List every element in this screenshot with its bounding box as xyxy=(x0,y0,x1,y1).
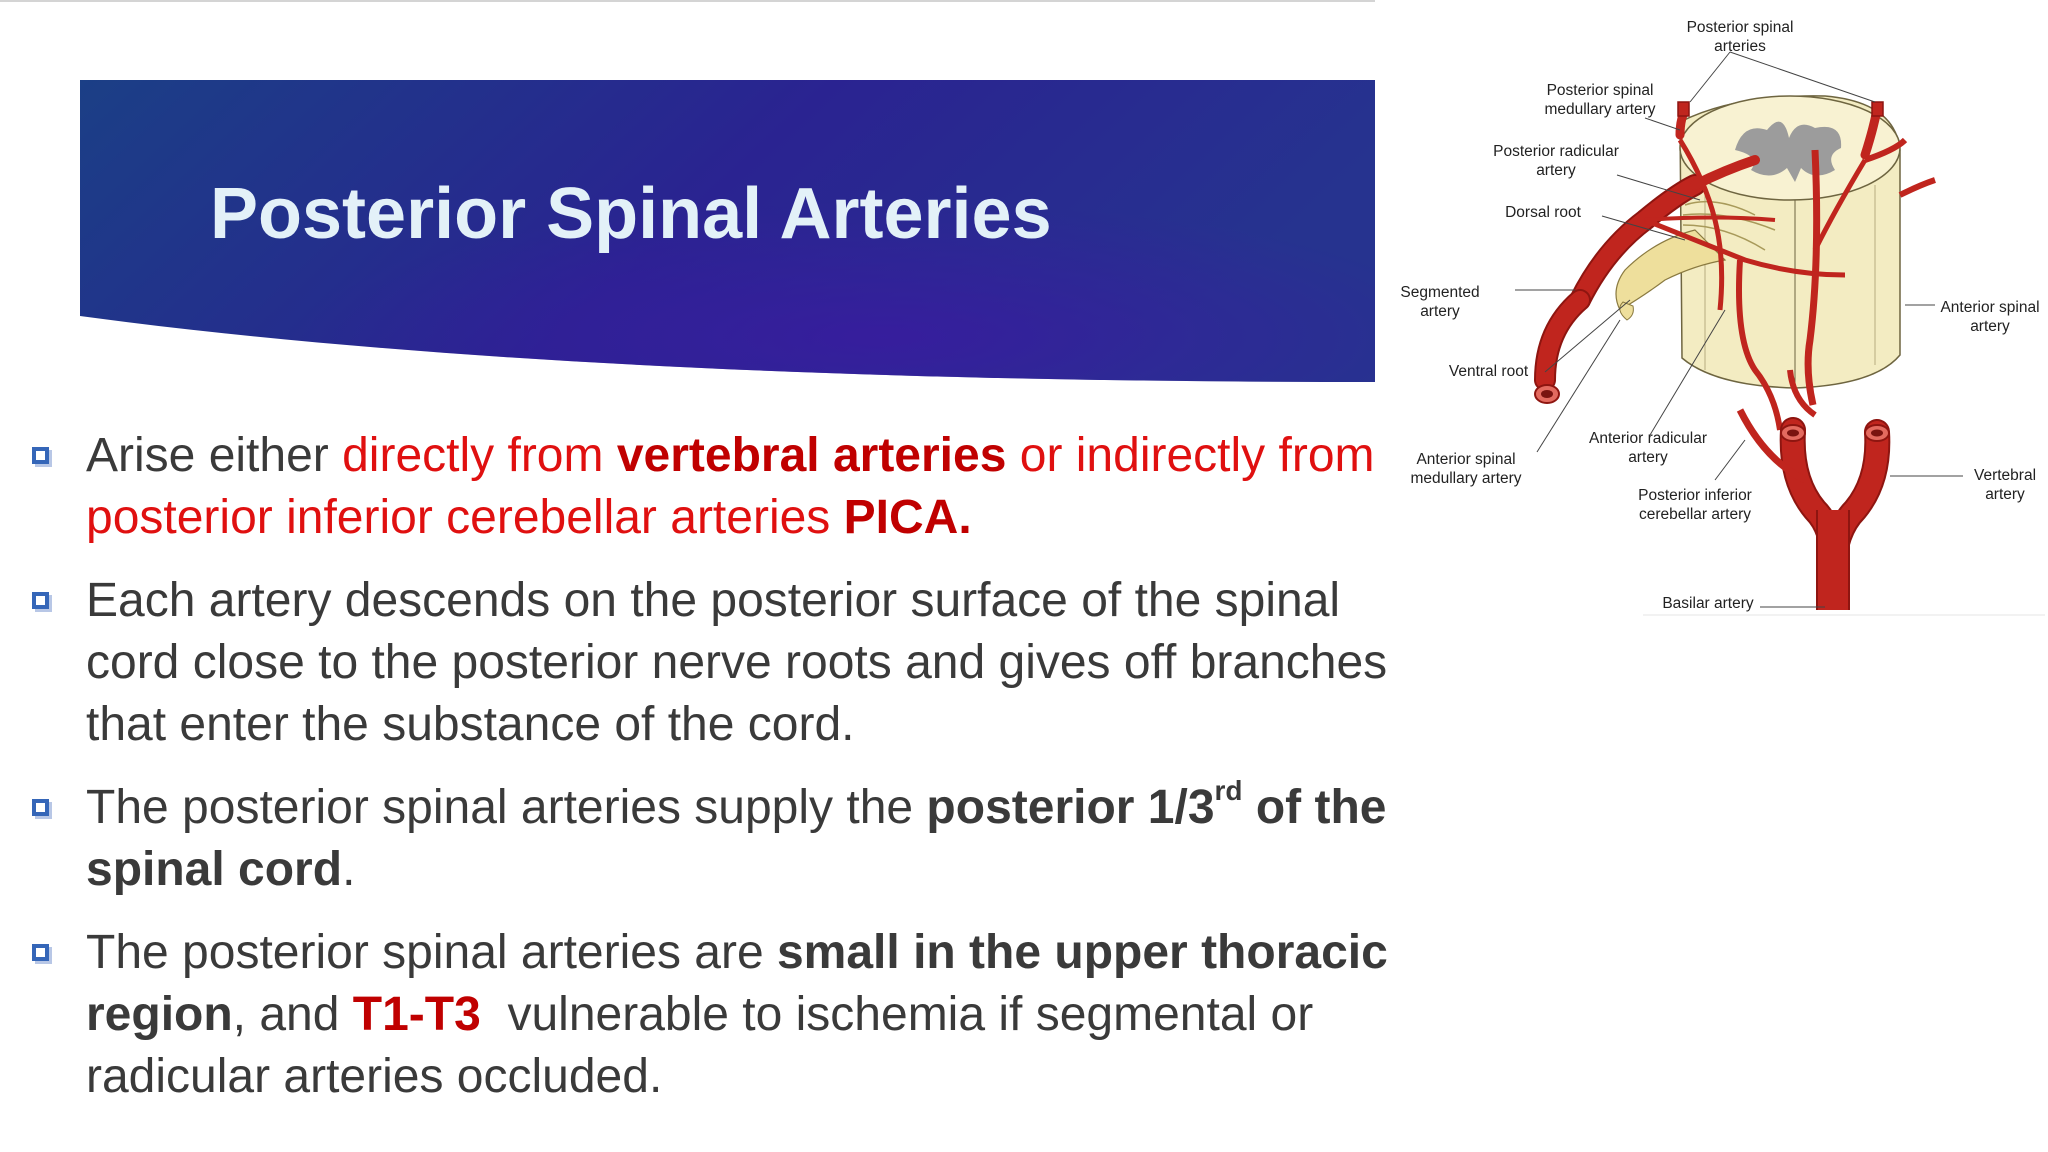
bullet-item: Arise either directly from vertebral art… xyxy=(28,425,1418,549)
bullet-item: Each artery descends on the posterior su… xyxy=(28,570,1418,756)
diagram-illustration xyxy=(1515,51,2045,616)
label-anterior-spinal-medullary-artery: Anterior spinal medullary artery xyxy=(1410,451,1522,487)
slide-title: Posterior Spinal Arteries xyxy=(210,174,1052,254)
bullet-text: Arise either directly from vertebral art… xyxy=(86,429,1375,544)
bullet-list: Arise either directly from vertebral art… xyxy=(28,425,1418,1129)
label-anterior-radicular-artery: Anterior radicular artery xyxy=(1588,430,1708,466)
label-posterior-inferior-cerebellar-artery: Posterior inferior cerebellar artery xyxy=(1638,487,1752,523)
bullet-item: The posterior spinal arteries are small … xyxy=(28,922,1418,1108)
label-basilar-artery: Basilar artery xyxy=(1662,595,1754,612)
label-posterior-radicular-artery: Posterior radicular artery xyxy=(1493,143,1619,179)
bullet-text: The posterior spinal arteries supply the… xyxy=(86,775,1387,897)
label-ventral-root: Ventral root xyxy=(1448,363,1529,380)
label-dorsal-root: Dorsal root xyxy=(1505,204,1581,221)
bullet-item: The posterior spinal arteries supply the… xyxy=(28,777,1418,901)
label-vertebral-artery: Vertebral artery xyxy=(1973,467,2037,503)
top-rule xyxy=(0,0,1375,2)
label-posterior-spinal-arteries: Posterior spinal arteries xyxy=(1686,19,1794,55)
bullet-text: The posterior spinal arteries are small … xyxy=(86,926,1388,1103)
bullet-text: Each artery descends on the posterior su… xyxy=(86,574,1388,751)
square-bullet-icon xyxy=(32,592,49,609)
label-segmented-artery: Segmented artery xyxy=(1400,284,1480,320)
square-bullet-icon xyxy=(32,799,49,816)
label-anterior-spinal-artery: Anterior spinal artery xyxy=(1940,299,2040,335)
title-banner: Posterior Spinal Arteries xyxy=(80,80,1375,382)
square-bullet-icon xyxy=(32,447,49,464)
label-posterior-spinal-medullary-artery: Posterior spinal medullary artery xyxy=(1544,82,1656,118)
square-bullet-icon xyxy=(32,944,49,961)
spinal-cord-arteries-diagram: Posterior spinal arteries Posterior spin… xyxy=(1395,10,2045,635)
